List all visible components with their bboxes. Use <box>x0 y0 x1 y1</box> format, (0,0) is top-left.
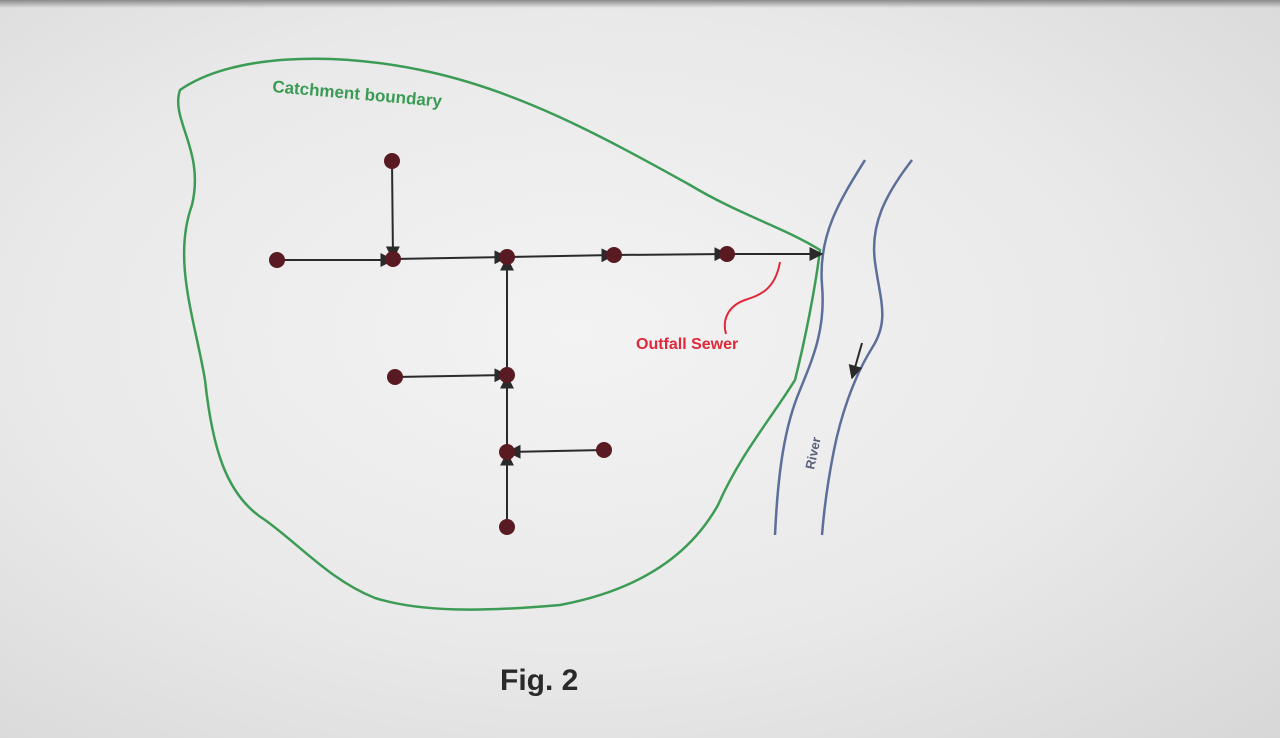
manhole-node <box>385 251 401 267</box>
manhole-node <box>384 153 400 169</box>
pipe-main-4 <box>613 247 729 262</box>
manhole-node <box>499 249 515 265</box>
figure-caption: Fig. 2 <box>500 664 579 697</box>
catchment-boundary <box>177 57 822 611</box>
manhole-node <box>606 247 622 263</box>
river-label: River <box>802 436 823 471</box>
outfall-sewer-label: Outfall Sewer <box>636 336 738 353</box>
pipe-main-2 <box>392 250 509 265</box>
outfall-pointer <box>723 261 781 335</box>
pipe-branch-west <box>394 368 509 383</box>
pipe-main-3 <box>506 248 616 263</box>
river-flow-arrow <box>848 342 863 380</box>
manhole-node <box>269 252 285 268</box>
manhole-node <box>499 519 515 535</box>
pipe-branch-north <box>385 160 400 261</box>
pipe-branch-east <box>506 444 605 459</box>
manhole-node <box>499 367 515 383</box>
river-bank-right <box>820 159 913 536</box>
manhole-node <box>596 442 612 458</box>
screen-edge <box>0 0 1280 8</box>
river-bank-left <box>773 159 867 536</box>
manhole-node <box>719 246 735 262</box>
catchment-boundary-label: Catchment boundary <box>272 77 444 111</box>
manhole-node <box>499 444 515 460</box>
manhole-node <box>387 369 403 385</box>
